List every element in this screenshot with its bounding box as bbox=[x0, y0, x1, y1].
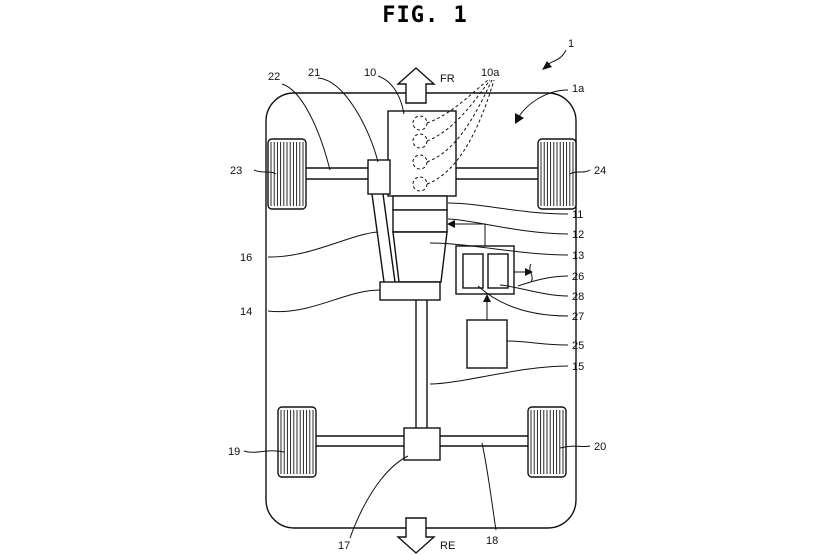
control-signal-line bbox=[447, 220, 486, 246]
front-label: FR bbox=[440, 73, 455, 85]
leader-lines bbox=[243, 75, 591, 539]
ref-13: 13 bbox=[572, 250, 584, 262]
wheel-front-left bbox=[267, 138, 307, 210]
sensor-box bbox=[466, 319, 508, 369]
cylinder-leaders bbox=[426, 79, 495, 185]
ref-21: 21 bbox=[308, 67, 320, 79]
propeller-shaft bbox=[415, 300, 428, 428]
rear-differential bbox=[403, 427, 441, 461]
transmission bbox=[392, 231, 448, 283]
sensor-signal-line bbox=[483, 294, 491, 320]
ref-24: 24 bbox=[594, 165, 606, 177]
ref-19: 19 bbox=[228, 446, 240, 458]
ref-25: 25 bbox=[572, 340, 584, 352]
rear-label: RE bbox=[440, 540, 455, 552]
ref-27: 27 bbox=[572, 311, 584, 323]
ref-cylinders: 10a bbox=[481, 67, 500, 79]
ref-20: 20 bbox=[594, 441, 606, 453]
wheel-rear-left bbox=[277, 406, 317, 478]
ref-16: 16 bbox=[240, 252, 252, 264]
ref-26: 26 bbox=[572, 271, 584, 283]
ref-12: 12 bbox=[572, 229, 584, 241]
rear-axle bbox=[316, 435, 528, 447]
wheel-rear-right bbox=[527, 406, 567, 478]
wheel-front-right bbox=[537, 138, 577, 210]
ref-23: 23 bbox=[230, 165, 242, 177]
transfer-case bbox=[379, 281, 441, 301]
ref-14: 14 bbox=[240, 306, 252, 318]
body-ref-arrow bbox=[515, 89, 569, 124]
front-direction-arrow bbox=[396, 67, 436, 104]
unit-12 bbox=[392, 209, 448, 233]
ref-22: 22 bbox=[268, 71, 280, 83]
ref-18: 18 bbox=[486, 535, 498, 547]
controller-block-28 bbox=[487, 253, 509, 289]
ref-17: 17 bbox=[338, 540, 350, 552]
figure-title: FIG. 1 bbox=[382, 3, 467, 28]
front-axle bbox=[306, 167, 538, 180]
engine bbox=[387, 110, 457, 197]
controller-block-27 bbox=[462, 253, 484, 289]
ref-15: 15 bbox=[572, 361, 584, 373]
ref-engine: 10 bbox=[364, 67, 376, 79]
side-drive-shaft bbox=[371, 193, 396, 283]
unit-11 bbox=[392, 195, 448, 211]
ref-body: 1a bbox=[572, 83, 585, 95]
ref-28: 28 bbox=[572, 291, 584, 303]
ref-11: 11 bbox=[572, 209, 583, 221]
controller-output-arrow bbox=[514, 263, 533, 283]
rear-direction-arrow bbox=[396, 517, 436, 554]
vehicle-ref-arrow bbox=[542, 49, 567, 70]
ref-vehicle: 1 bbox=[568, 38, 574, 50]
front-differential bbox=[367, 159, 391, 195]
